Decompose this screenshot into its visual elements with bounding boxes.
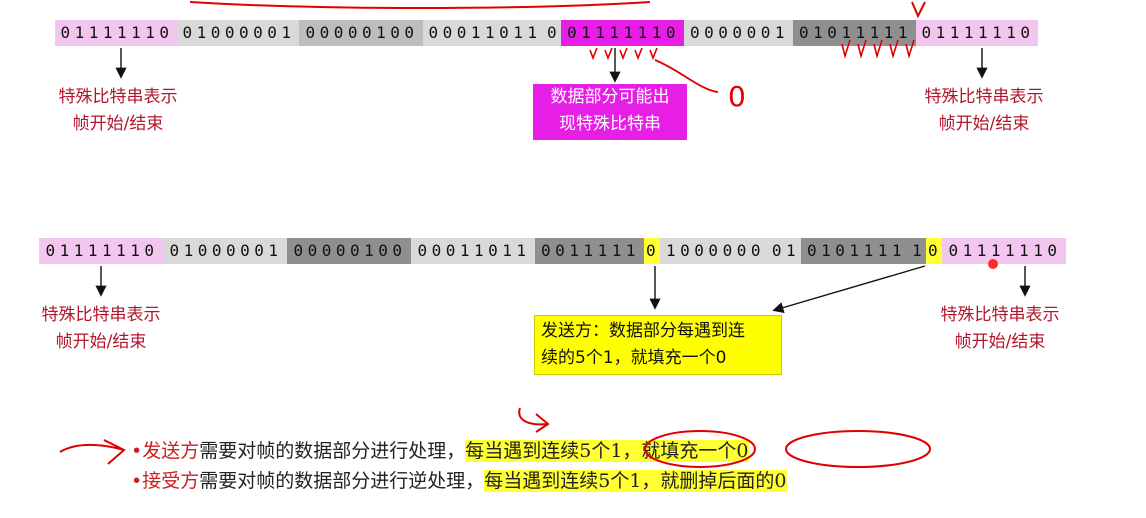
data-bits: 0011111	[535, 238, 644, 264]
bullet-highlight: 每当遇到连续5个1，就填充一个0	[465, 440, 749, 462]
handwritten-arrow	[59, 439, 126, 465]
data-bits: 00000100	[299, 20, 423, 46]
bit-row-stuffed: 01111110 01000001 00000100 00011011 0011…	[39, 238, 1066, 264]
note-line: 现特殊比特串	[559, 114, 661, 134]
data-bits: 00011011	[423, 20, 545, 46]
flag-start-label: 特殊比特串表示 帧开始/结束	[38, 84, 198, 138]
note-line: 发送方：数据部分每遇到连	[541, 321, 745, 341]
bullet-sender: •发送方需要对帧的数据部分进行处理，每当遇到连续5个1，就填充一个0	[131, 436, 749, 463]
label-line: 帧开始/结束	[954, 332, 1046, 352]
bullet-dot: •	[131, 470, 143, 492]
data-bits: 00011011	[411, 238, 535, 264]
label-line: 特殊比特串表示	[924, 87, 1044, 107]
handwritten-check-marks	[589, 47, 658, 61]
bullet-receiver: •接受方需要对帧的数据部分进行逆处理，每当遇到连续5个1，就删掉后面的0	[131, 466, 787, 493]
bullet-text: 需要对帧的数据部分进行逆处理，	[199, 470, 485, 492]
flag-start-bits: 01111110	[39, 238, 163, 264]
data-bits: 01000001	[163, 238, 287, 264]
arrow-diagonal	[772, 265, 926, 314]
flag-end-label: 特殊比特串表示 帧开始/结束	[904, 84, 1064, 138]
data-bits: 00000100	[287, 238, 411, 264]
handwritten-circle	[785, 430, 931, 468]
special-bits-in-data: 01111110	[561, 20, 684, 46]
label-line: 帧开始/结束	[938, 114, 1030, 134]
label-line: 特殊比特串表示	[41, 305, 161, 325]
flag-end-bits: 01111110	[942, 238, 1066, 264]
bullet-text: 需要对帧的数据部分进行处理，	[199, 440, 466, 462]
label-line: 特殊比特串表示	[940, 305, 1060, 325]
handwritten-zero: 0	[728, 80, 746, 113]
data-bits: 01011111	[793, 20, 916, 46]
bullet-highlight: 每当遇到连续5个1，就删掉后面的0	[484, 470, 787, 492]
flag-end-bits: 01111110	[916, 20, 1038, 46]
bit-row-original: 01111110 01000001 00000100 00011011 0 01…	[55, 20, 1038, 46]
special-bits-note: 数据部分可能出 现特殊比特串	[533, 84, 687, 140]
handwritten-stroke	[189, 1, 651, 9]
label-line: 帧开始/结束	[55, 332, 147, 352]
data-bits: 01000001	[177, 20, 299, 46]
data-bits: 0	[545, 20, 561, 46]
handwritten-stroke	[911, 1, 926, 19]
flag-end-label: 特殊比特串表示 帧开始/结束	[920, 302, 1080, 356]
bullet-dot: •	[131, 440, 143, 462]
bullet-actor: 接受方	[142, 470, 200, 492]
flag-start-label: 特殊比特串表示 帧开始/结束	[21, 302, 181, 356]
flag-start-bits: 01111110	[55, 20, 177, 46]
data-bits: 0000001	[684, 20, 793, 46]
label-line: 帧开始/结束	[72, 114, 164, 134]
label-line: 特殊比特串表示	[58, 87, 178, 107]
sender-stuffing-note: 发送方：数据部分每遇到连 续的5个1，就填充一个0	[534, 315, 782, 375]
stuffed-zero: 0	[644, 238, 660, 264]
handwritten-arrow	[518, 407, 550, 433]
note-line: 续的5个1，就填充一个0	[541, 348, 727, 368]
data-bits: 1000000	[660, 238, 769, 264]
bullet-actor: 发送方	[142, 440, 200, 462]
data-bits: 1	[910, 238, 926, 264]
note-line: 数据部分可能出	[550, 87, 670, 107]
stuffed-zero: 0	[926, 238, 942, 264]
data-bits: 0101111	[801, 238, 910, 264]
data-bits: 01	[769, 238, 801, 264]
